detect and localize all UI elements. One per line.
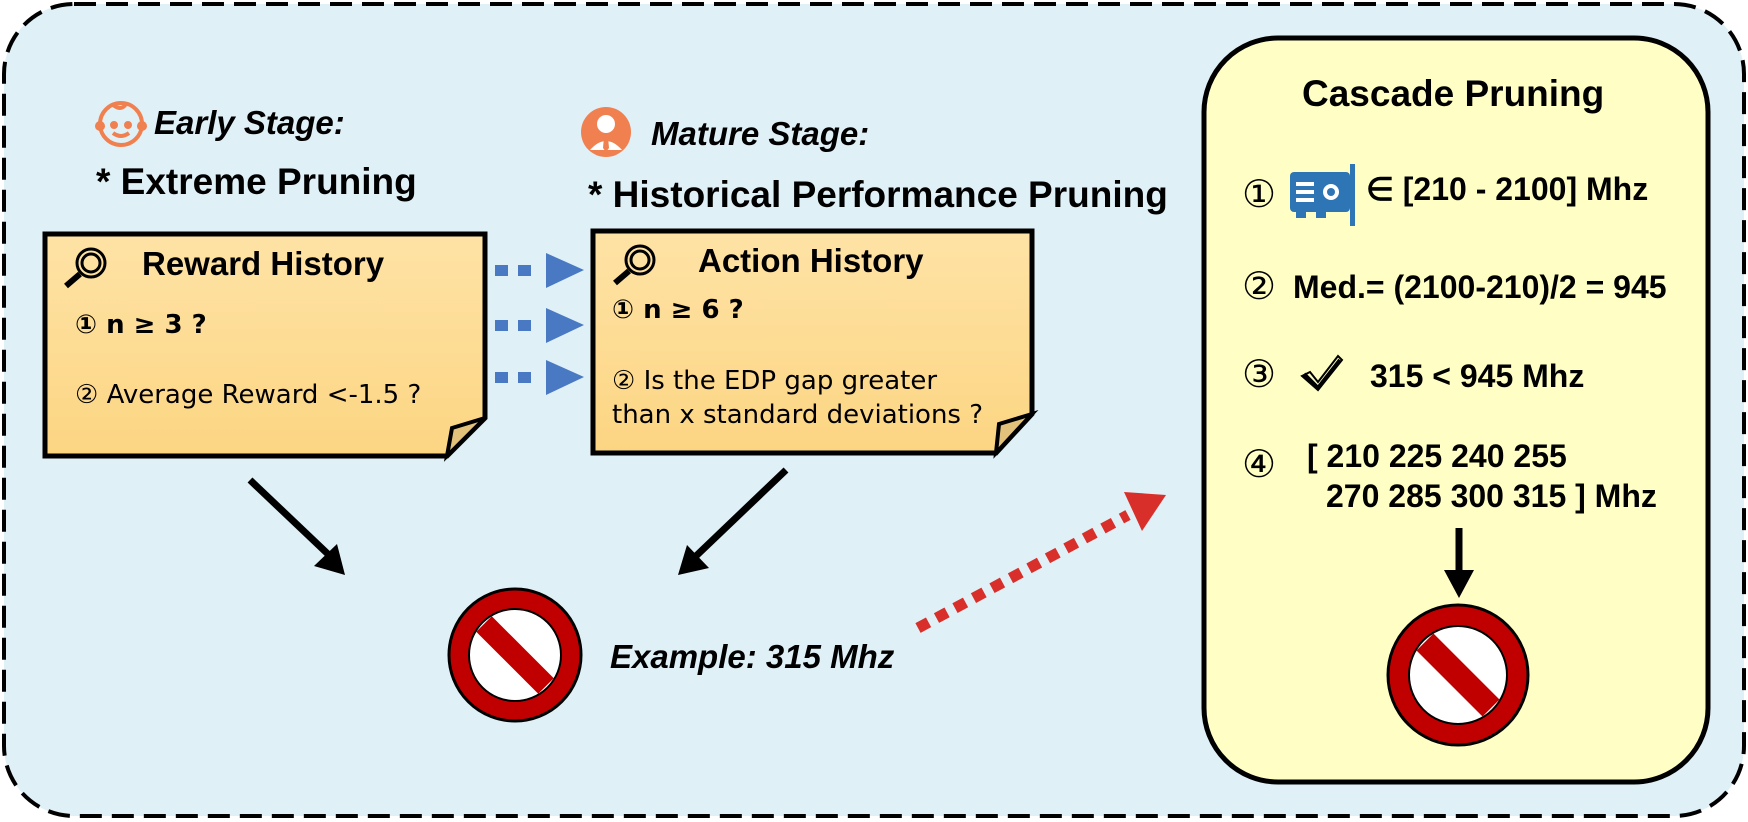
- early-stage-label: Early Stage:: [154, 104, 345, 141]
- action-history-note: [590, 228, 1039, 459]
- mature-method-label: * Historical Performance Pruning: [588, 174, 1168, 215]
- prohibition-icon-cascade: [1386, 603, 1530, 747]
- cascade-step-1-number: ①: [1242, 172, 1277, 216]
- cascade-step-1-text: ∈ [210 - 2100] Mhz: [1366, 171, 1649, 207]
- reward-history-title: Reward History: [142, 245, 385, 282]
- cascade-step-2-number: ②: [1242, 264, 1277, 308]
- gpu-card-icon: [1290, 164, 1355, 226]
- mature-stage-label: Mature Stage:: [651, 115, 870, 152]
- baby-face-icon: [95, 101, 147, 147]
- action-condition-2-line1: ② Is the EDP gap greater: [612, 366, 938, 396]
- arrow-early-to-prohibit: [247, 477, 345, 575]
- early-method-label: * Extreme Pruning: [96, 161, 417, 202]
- cascade-down-arrow: [1444, 528, 1474, 598]
- cascade-step-4-line2: 270 285 300 315 ] Mhz: [1326, 478, 1657, 514]
- action-history-title: Action History: [698, 242, 924, 279]
- magnifier-icon: [64, 247, 107, 289]
- action-condition-2-line2: than x standard deviations ?: [612, 400, 984, 430]
- cascade-step-2-text: Med.= (2100-210)/2 = 945: [1293, 269, 1667, 305]
- person-icon: [581, 107, 631, 157]
- magnifier-icon: [613, 244, 656, 286]
- cascade-step-3-text: 315 < 945 Mhz: [1370, 358, 1585, 394]
- cascade-step-3-number: ③: [1242, 352, 1277, 396]
- example-label: Example: 315 Mhz: [610, 638, 895, 675]
- cascade-step-4-number: ④: [1242, 442, 1277, 486]
- checkmark-icon: [1300, 354, 1344, 392]
- cascade-step-4-line1: [ 210 225 240 255: [1307, 438, 1567, 474]
- prohibition-icon: [447, 587, 583, 723]
- reward-condition-2: ② Average Reward <-1.5 ?: [75, 380, 422, 410]
- red-dotted-arrow: [915, 492, 1166, 633]
- action-condition-1: ① n ≥ 6 ?: [612, 295, 744, 325]
- reward-history-note: [42, 231, 488, 462]
- cascade-title: Cascade Pruning: [1302, 73, 1605, 114]
- reward-condition-1: ① n ≥ 3 ?: [75, 310, 207, 340]
- arrow-mature-to-prohibit: [678, 467, 789, 575]
- blue-dotted-arrows: [495, 253, 584, 395]
- cascade-panel: [1201, 35, 1711, 785]
